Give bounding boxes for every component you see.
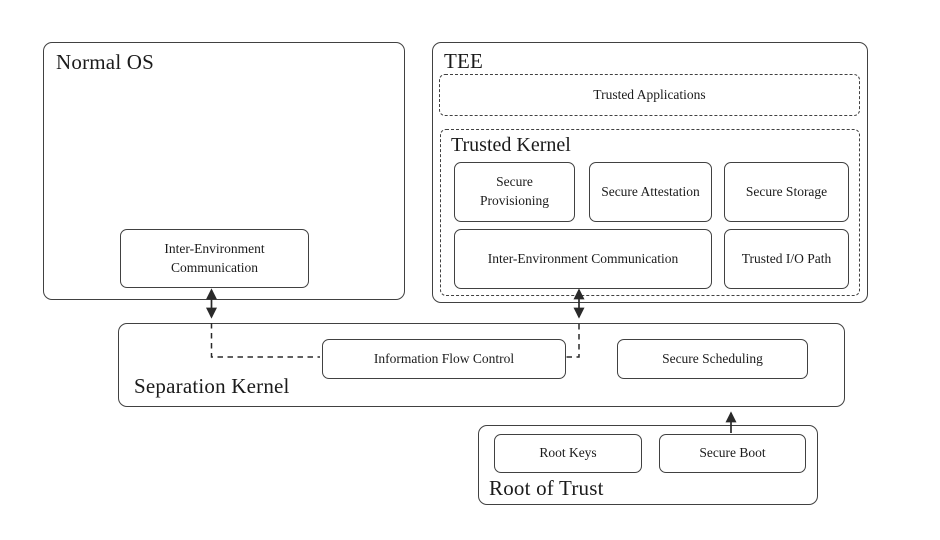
tee-title: TEE (444, 49, 484, 73)
secure-provisioning-box: Secure Provisioning (454, 162, 575, 222)
tee-region: TEE Trusted Applications Trusted Kernel … (432, 42, 868, 303)
secure-scheduling-box: Secure Scheduling (617, 339, 808, 379)
secure-storage-box: Secure Storage (724, 162, 849, 222)
trusted-kernel-region: Trusted Kernel Secure Provisioning Secur… (440, 129, 860, 296)
secure-attestation-box: Secure Attestation (589, 162, 712, 222)
normal-os-region: Normal OS Inter-Environment Communicatio… (43, 42, 405, 300)
tee-inter-environment-communication-box: Inter-Environment Communication (454, 229, 712, 289)
normal-os-title: Normal OS (56, 50, 155, 74)
root-of-trust-title: Root of Trust (489, 476, 604, 500)
trusted-kernel-title: Trusted Kernel (451, 134, 571, 156)
separation-kernel-title: Separation Kernel (134, 374, 290, 398)
root-of-trust-region: Root Keys Secure Boot Root of Trust (478, 425, 818, 505)
root-keys-box: Root Keys (494, 434, 642, 473)
separation-kernel-region: Separation Kernel Information Flow Contr… (118, 323, 845, 407)
trusted-applications-box: Trusted Applications (439, 74, 860, 116)
normal-os-inter-environment-communication-box: Inter-Environment Communication (120, 229, 309, 288)
information-flow-control-box: Information Flow Control (322, 339, 566, 379)
secure-boot-box: Secure Boot (659, 434, 806, 473)
trusted-io-path-box: Trusted I/O Path (724, 229, 849, 289)
